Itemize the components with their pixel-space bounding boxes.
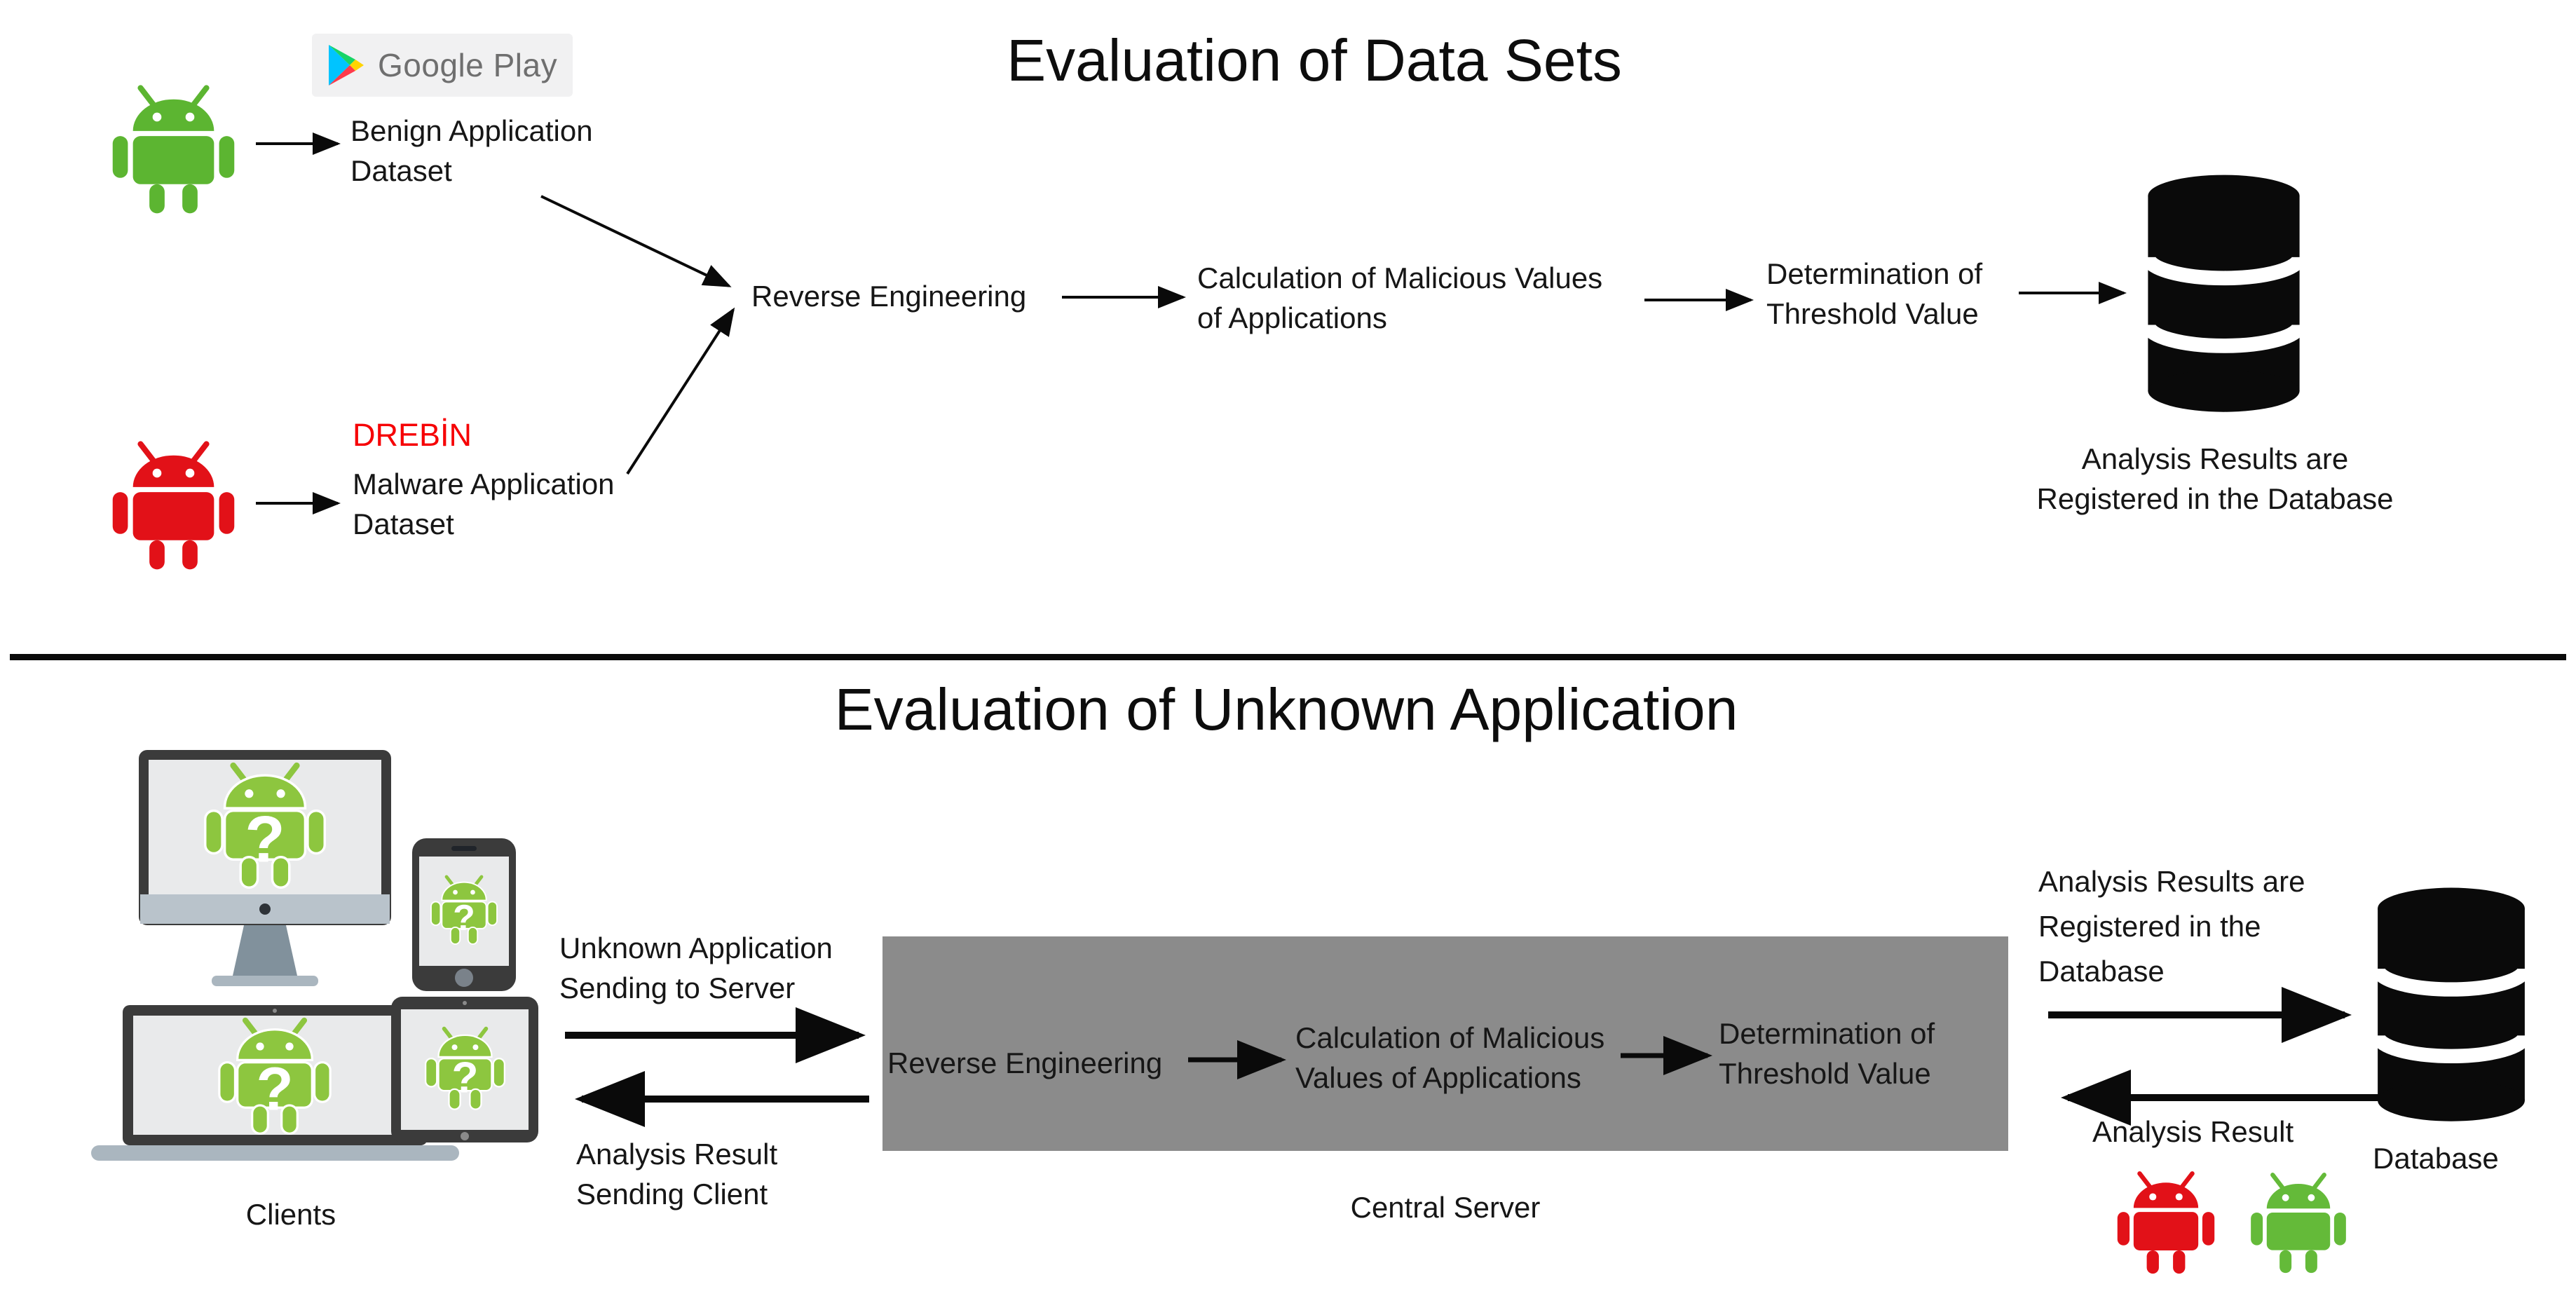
android-red-icon xyxy=(98,440,249,572)
threshold-label-top: Determination of Threshold Value xyxy=(1766,257,1983,330)
database-icon-top xyxy=(2141,172,2306,414)
tablet-icon xyxy=(391,997,538,1142)
calculation-label-server: Calculation of Malicious Values of Appli… xyxy=(1295,1021,1605,1094)
analysis-result-label: Analysis Result xyxy=(2092,1115,2294,1148)
reverse-engineering-label-top: Reverse Engineering xyxy=(751,280,1027,313)
arrow-benign-to-reverse xyxy=(540,195,732,287)
laptop-icon xyxy=(91,1005,459,1161)
benign-dataset-label: Benign Application Dataset xyxy=(350,114,593,187)
threshold-label-server: Determination of Threshold Value xyxy=(1719,1017,1935,1090)
smartphone-icon xyxy=(412,838,516,991)
google-play-label: Google Play xyxy=(378,47,558,83)
bottom-section-title: Evaluation of Unknown Application xyxy=(834,676,1738,742)
central-server-label: Central Server xyxy=(1350,1191,1541,1224)
clients-label: Clients xyxy=(245,1198,336,1231)
database-icon-bottom xyxy=(2371,885,2531,1123)
google-play-icon xyxy=(329,45,364,86)
db-register-label: Analysis Results are Registered in the D… xyxy=(2038,865,2305,988)
malware-dataset-label: Malware Application Dataset xyxy=(353,468,615,540)
top-section-title: Evaluation of Data Sets xyxy=(1007,27,1622,93)
arrow-malware-to-reverse xyxy=(626,307,735,475)
reverse-engineering-label-server: Reverse Engineering xyxy=(887,1046,1163,1079)
android-green-small-icon xyxy=(2240,1172,2357,1275)
calculation-label-top: Calculation of Malicious Values of Appli… xyxy=(1197,261,1603,334)
google-play-badge: Google Play xyxy=(312,34,573,97)
android-green-icon xyxy=(98,84,249,216)
section-divider xyxy=(10,654,2566,660)
to-client-label: Analysis Result Sending Client xyxy=(576,1138,778,1210)
database-label: Database xyxy=(2373,1142,2499,1175)
to-server-label: Unknown Application Sending to Server xyxy=(559,932,833,1004)
drebin-label: DREBİN xyxy=(353,417,472,453)
db-caption-top: Analysis Results are Registered in the D… xyxy=(2036,442,2394,515)
android-red-small-icon xyxy=(2110,1171,2222,1276)
desktop-monitor-icon xyxy=(139,750,391,986)
central-server-box xyxy=(882,936,2008,1151)
